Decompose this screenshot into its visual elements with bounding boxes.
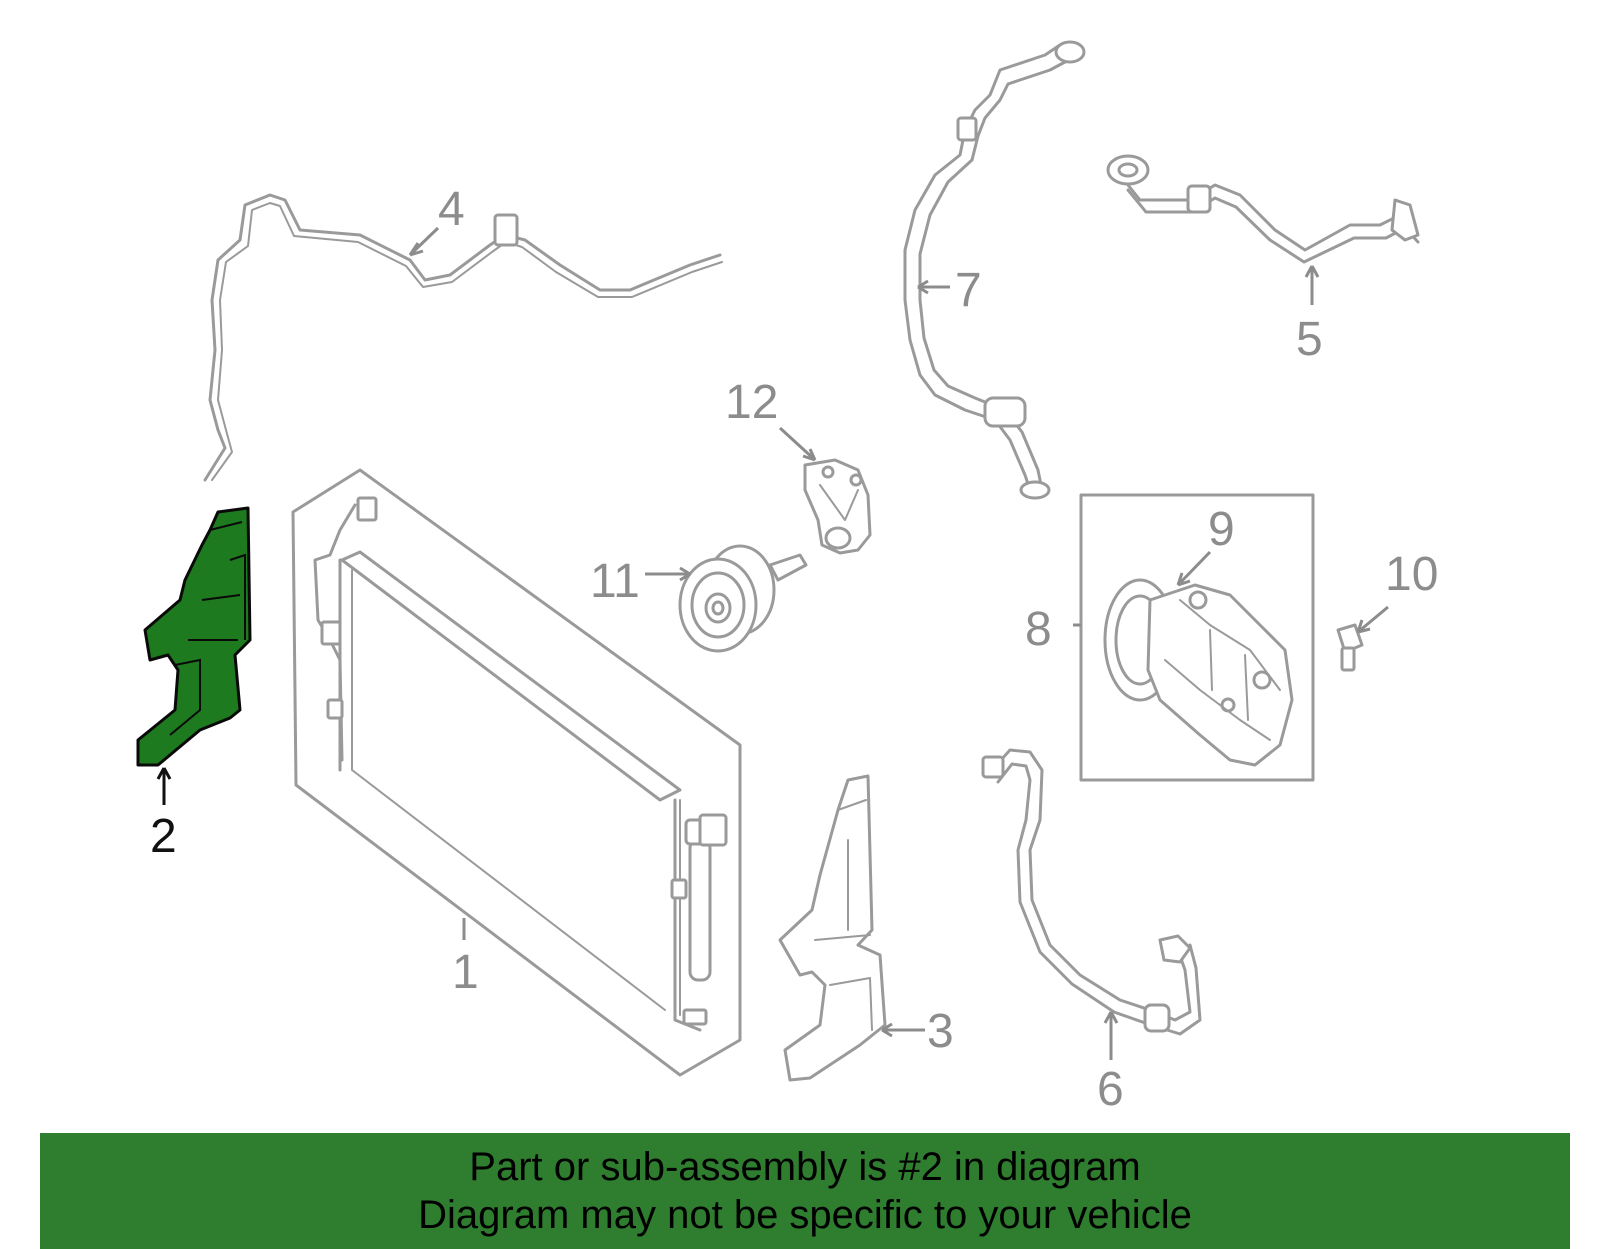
callout-12: 12 xyxy=(725,376,778,429)
part-3-air-guide[interactable] xyxy=(778,774,887,1082)
banner-line-part: Part or sub-assembly is #2 in diagram xyxy=(469,1145,1141,1189)
part-2-air-guide[interactable] xyxy=(136,506,252,767)
callout-8: 8 xyxy=(1025,603,1052,656)
callout-5: 5 xyxy=(1296,313,1323,366)
callout-11: 11 xyxy=(590,555,640,608)
part-12-bracket[interactable] xyxy=(803,458,872,555)
callout-labels: 4 7 5 12 9 11 10 8 1 3 6 2 xyxy=(150,183,1438,1116)
part-5-ac-line[interactable] xyxy=(1106,154,1420,264)
part-4-ac-line[interactable] xyxy=(203,193,723,482)
callout-7: 7 xyxy=(955,264,982,317)
callout-1: 1 xyxy=(452,946,479,999)
part-7-hose[interactable] xyxy=(903,40,1086,500)
part-1-condenser[interactable] xyxy=(291,468,742,1077)
callout-6: 6 xyxy=(1097,1063,1124,1116)
part-9-compressor[interactable] xyxy=(1103,578,1294,767)
callout-10: 10 xyxy=(1385,548,1438,601)
callout-3: 3 xyxy=(927,1005,954,1058)
callout-9: 9 xyxy=(1208,503,1235,556)
callout-2: 2 xyxy=(150,810,177,863)
banner-line-disclaimer: Diagram may not be specific to your vehi… xyxy=(418,1193,1192,1237)
leader-lines xyxy=(156,226,1389,1060)
part-10-bolt[interactable] xyxy=(1336,623,1364,672)
part-11-idler-pulley[interactable] xyxy=(678,544,808,653)
info-banner: Part or sub-assembly is #2 in diagram Di… xyxy=(40,1133,1570,1249)
callout-4: 4 xyxy=(438,183,465,236)
part-6-hose[interactable] xyxy=(981,748,1202,1036)
